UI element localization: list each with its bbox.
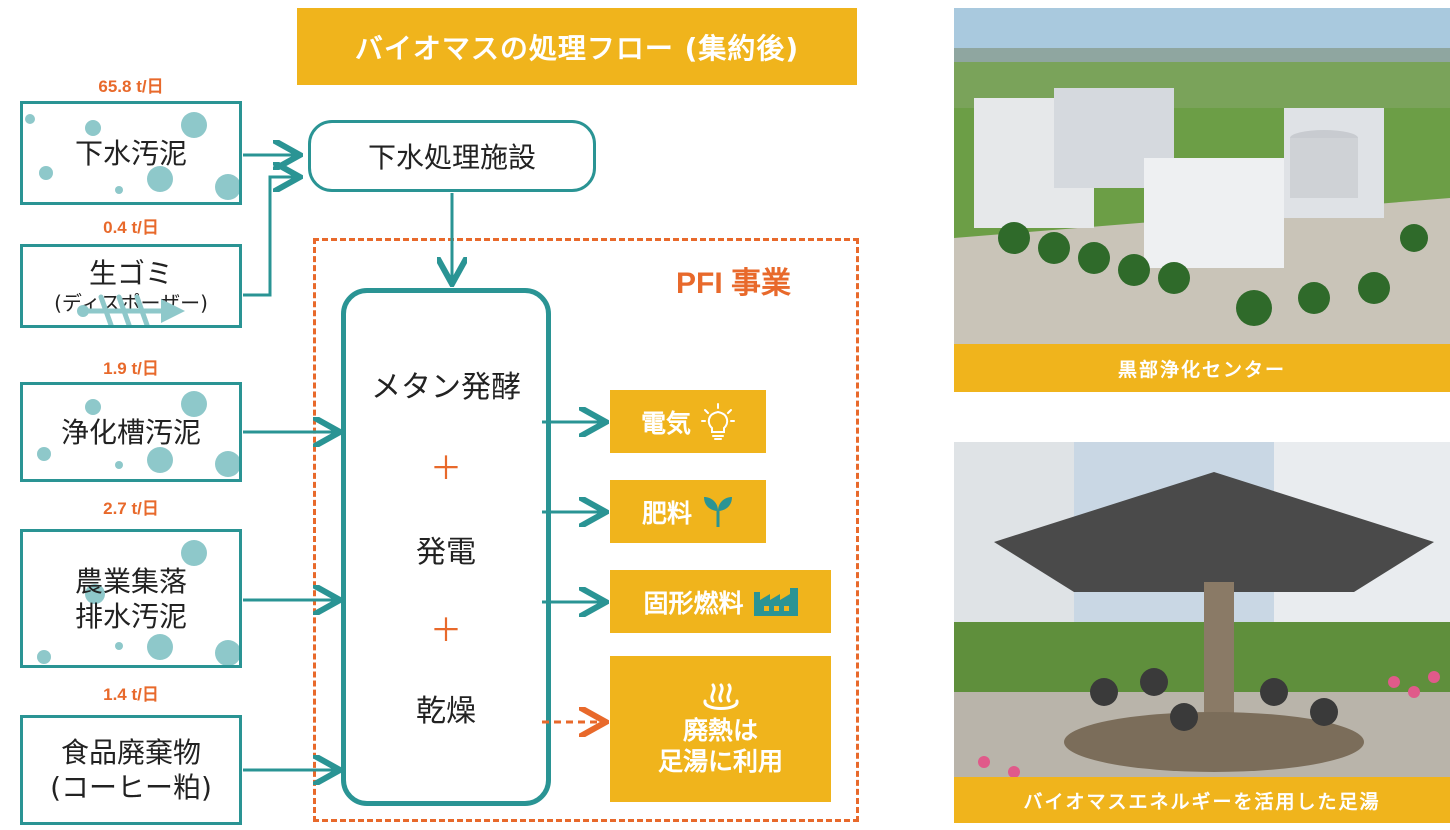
- photo-footbath: [954, 442, 1450, 785]
- caption-text: 黒部浄化センター: [1117, 358, 1286, 381]
- caption-text: バイオマスエネルギーを活用した足湯: [1023, 790, 1381, 813]
- output-waste-heat: 廃熱は 足湯に利用: [610, 656, 831, 802]
- output-label: 電気: [640, 408, 691, 438]
- process-step-methane: メタン発酵: [371, 370, 521, 405]
- source-label: (コーヒー粕): [50, 771, 212, 804]
- source-box-food-waste: 食品廃棄物 (コーヒー粕): [20, 715, 242, 825]
- source-box-rural-sludge: 農業集落 排水汚泥: [20, 529, 242, 668]
- rate-label-food-waste: 1.4 t/日: [103, 685, 159, 704]
- rate-label-food-waste-disposer: 0.4 t/日: [103, 218, 159, 237]
- bubble-pattern: [23, 532, 239, 665]
- source-box-sewage-sludge: 下水汚泥: [20, 101, 242, 205]
- source-box-septic-sludge: 浄化槽汚泥: [20, 382, 242, 482]
- source-label: 生ゴミ: [88, 257, 173, 290]
- rate-label-rural-sludge: 2.7 t/日: [103, 499, 159, 518]
- heat-line-1: 廃熱は: [682, 715, 758, 745]
- title-text: バイオマスの処理フロー (集約後): [354, 31, 800, 65]
- pfi-project-frame: [313, 238, 859, 822]
- rate-label-septic-sludge: 1.9 t/日: [103, 359, 159, 378]
- process-step-drying: 乾燥: [416, 694, 476, 729]
- sprout-icon: [704, 496, 732, 527]
- rate-label-sewage-sludge: 65.8 t/日: [98, 77, 164, 96]
- source-label: 食品廃棄物: [60, 736, 201, 769]
- hot-spring-icon: [703, 683, 738, 710]
- factory-icon: [753, 587, 798, 616]
- arrow-disposer-to-facility: [243, 177, 294, 297]
- output-electricity: 電気: [610, 390, 766, 453]
- source-label: 排水汚泥: [74, 599, 187, 633]
- source-label: 下水汚泥: [74, 136, 187, 170]
- output-label: 肥料: [641, 498, 692, 528]
- lightbulb-icon: [701, 402, 735, 440]
- heat-line-2: 足湯に利用: [657, 747, 783, 776]
- bubble-pattern: [23, 104, 239, 202]
- caption-treatment-center: 黒部浄化センター: [954, 344, 1450, 392]
- process-box: [341, 288, 551, 806]
- caption-footbath: バイオマスエネルギーを活用した足湯: [954, 777, 1450, 823]
- output-solid-fuel: 固形燃料: [610, 570, 831, 633]
- output-label: 固形燃料: [643, 588, 744, 618]
- source-label: 農業集落: [74, 564, 187, 598]
- output-fertilizer: 肥料: [610, 480, 766, 543]
- bubble-pattern: [23, 385, 239, 479]
- plus-sign: ＋: [429, 611, 462, 649]
- facility-label: 下水処理施設: [367, 141, 536, 174]
- source-box-food-waste-disposer: 生ゴミ (ディスポーザー): [20, 244, 242, 328]
- sewage-treatment-facility-box: 下水処理施設: [308, 120, 596, 192]
- photo-treatment-center: [954, 8, 1450, 344]
- title-banner: バイオマスの処理フロー (集約後): [297, 8, 857, 85]
- fish-bone-icon: [77, 294, 185, 325]
- pfi-label: PFI 事業: [676, 267, 792, 300]
- process-step-power: 発電: [416, 535, 476, 570]
- plus-sign: ＋: [429, 449, 462, 487]
- source-label: 浄化槽汚泥: [60, 415, 201, 449]
